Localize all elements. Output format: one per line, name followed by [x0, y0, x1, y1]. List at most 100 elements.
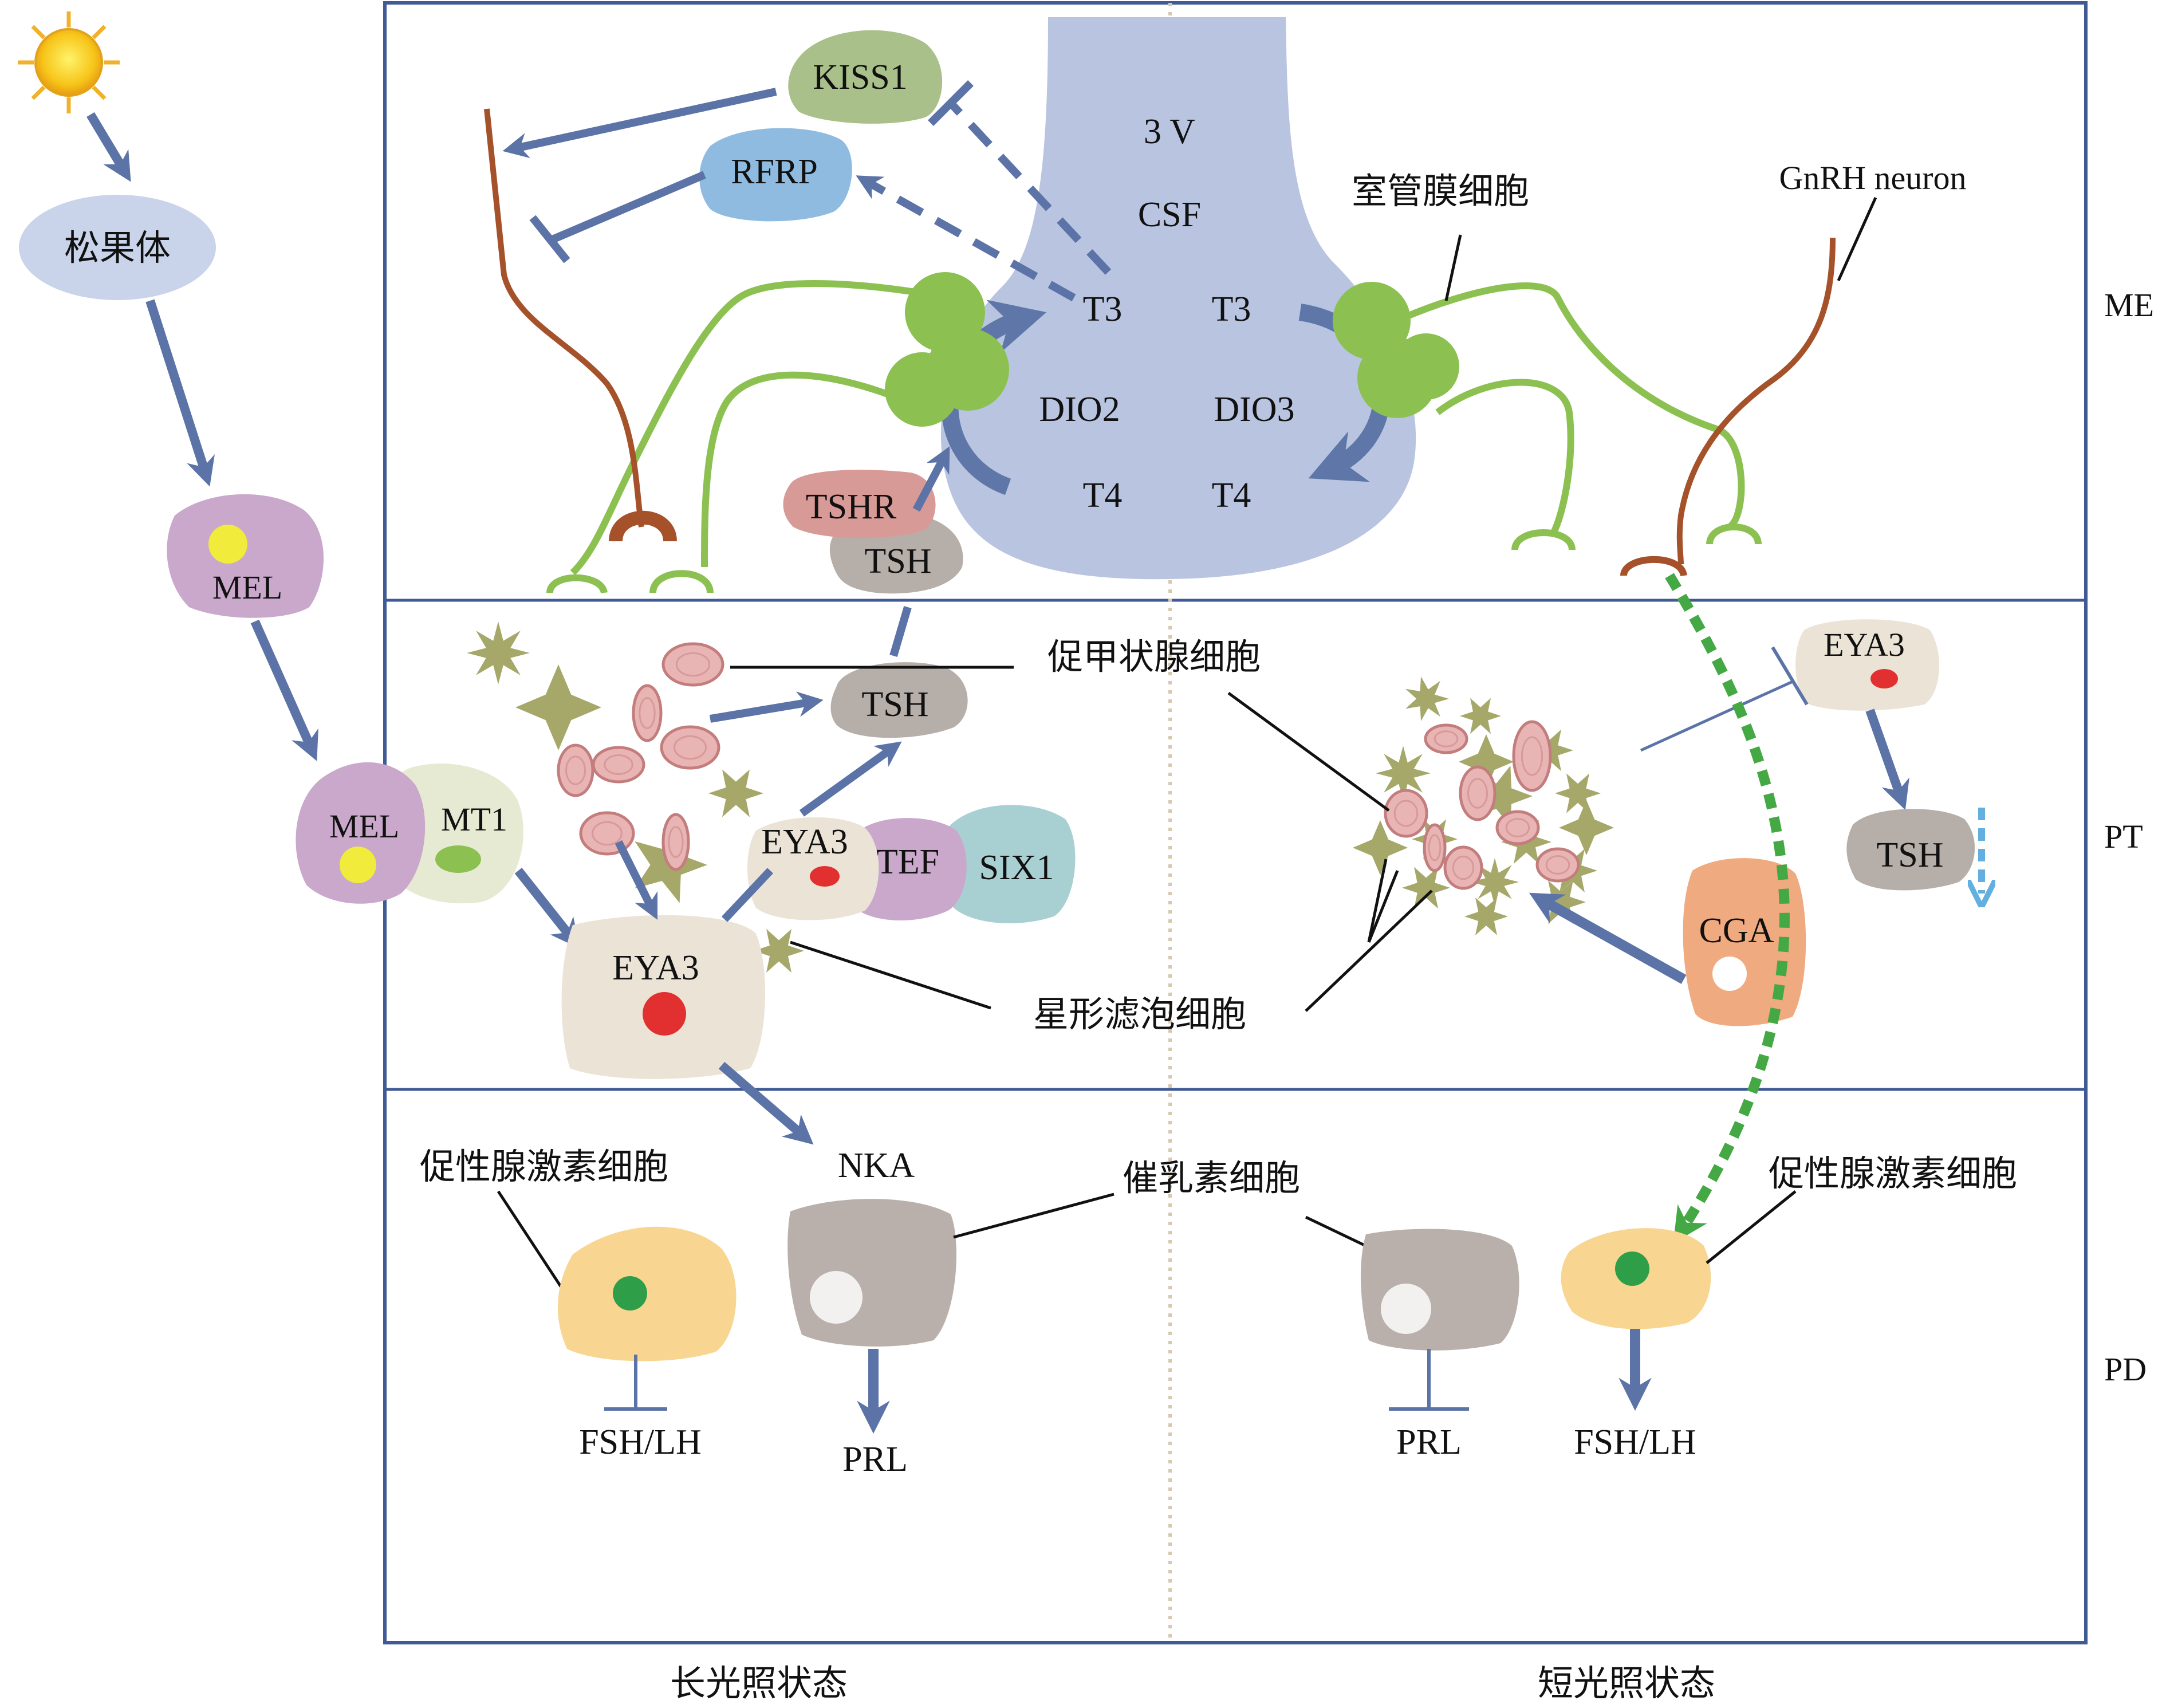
lactotroph-nucleus-long	[810, 1271, 863, 1324]
thyrotroph-cell	[1535, 847, 1580, 883]
thyrotroph-cell-inner	[674, 735, 707, 760]
cga-nucleus	[1712, 957, 1747, 991]
stellate-callout-short-3	[1367, 859, 1388, 943]
thyrotroph-cell	[1459, 765, 1497, 821]
thyrotroph-cell	[661, 813, 690, 871]
pineal-to-mel-arrow	[145, 299, 215, 487]
mt1-to-eya3-arrow	[514, 868, 580, 949]
tanycyte-left	[546, 272, 1009, 594]
tanycyte-callout-line	[1444, 234, 1462, 301]
cga-label: CGA	[1699, 911, 1774, 950]
gonadotroph-callout-long	[497, 1190, 566, 1293]
eya3-nucleus-large	[643, 992, 686, 1036]
thyrotroph-cell-inner	[1545, 855, 1570, 875]
thyrotroph-label: 促甲状腺细胞	[1047, 638, 1261, 677]
stellate-cell	[1559, 800, 1614, 855]
stellate-cell	[1353, 820, 1408, 875]
thyrotroph-cell-inner	[1505, 818, 1530, 837]
long-day-label: 长光照状态	[670, 1664, 848, 1703]
tshr-cell	[783, 470, 936, 538]
t3-to-rfrp-arrow	[856, 175, 1076, 302]
thyrotroph-cell	[592, 746, 645, 784]
thyrotroph-cell-inner	[1467, 778, 1488, 809]
stellate-cell	[754, 928, 804, 973]
tsh-to-tanycyte-arrow	[912, 446, 950, 512]
stellate-callout-left	[790, 940, 991, 1010]
lactotroph-nucleus-short	[1381, 1284, 1431, 1334]
cga-cell	[1683, 858, 1806, 1026]
tanycyte-right	[1333, 282, 1762, 550]
tsh-me-label: TSH	[864, 542, 931, 581]
stellate-cell	[1459, 734, 1514, 789]
thyrotroph-callout-short	[1227, 691, 1390, 812]
six1-cell	[940, 805, 1076, 923]
lactotroph-label: 催乳素细胞	[1123, 1159, 1300, 1198]
fshlh-short-label: FSH/LH	[1574, 1423, 1696, 1462]
eya3-to-tsh-short-arrow	[1865, 709, 1909, 810]
lactotroph-callout-short	[1305, 1215, 1373, 1250]
ventricle-label: 3 V	[1144, 112, 1195, 151]
kiss1-label: KISS1	[813, 58, 907, 97]
gnrh-label: GnRH neuron	[1779, 159, 1966, 196]
kiss1-to-gnrh-arrow	[502, 88, 777, 159]
thyrotroph-cluster-long	[557, 642, 724, 871]
tanycyte-label: 室管膜细胞	[1352, 172, 1529, 211]
stellate-cell	[1376, 746, 1431, 801]
stellate-cell	[1555, 773, 1601, 813]
thyrotroph-cell-inner	[675, 652, 711, 677]
mel-cell-circulating	[167, 494, 324, 618]
tshr-label: TSHR	[806, 487, 897, 526]
gonadotroph-label-short: 促性腺激素细胞	[1769, 1155, 2017, 1194]
t3-inhibits-kiss1	[947, 100, 1112, 275]
sun-icon	[18, 11, 120, 113]
third-ventricle-csf	[940, 17, 1416, 580]
mel-to-pt-arrow	[250, 619, 318, 761]
thyrotroph-cell	[557, 743, 594, 797]
t3-kiss1-inhibition-bar	[928, 80, 974, 126]
thyrotroph-to-tsh-arrow	[709, 691, 824, 723]
stellate-cell	[708, 769, 763, 817]
mel-molecule	[208, 525, 247, 564]
thyrotroph-cell	[1384, 789, 1428, 838]
thyrotroph-cell-inner	[565, 755, 586, 785]
eya3-nucleus-short	[1870, 669, 1898, 688]
gnrh-callout-line	[1837, 196, 1877, 282]
eya3-large-label: EYA3	[612, 949, 699, 987]
csf-label: CSF	[1138, 195, 1201, 234]
eya3-to-complex-link	[721, 868, 774, 922]
thyrotroph-cell	[1443, 845, 1483, 890]
gonadotroph-nucleus-long	[613, 1276, 647, 1310]
thyrotroph-cell-inner	[1434, 730, 1459, 747]
thyrotroph-cell-inner	[668, 826, 684, 858]
thyrotroph-cell-inner	[604, 754, 633, 775]
prl-long-label: PRL	[842, 1440, 908, 1479]
stellate-cell	[1405, 676, 1449, 721]
pineal-gland	[19, 195, 216, 300]
thyrotroph-cell-inner	[1393, 800, 1419, 827]
gonadotroph-label-long: 促性腺激素细胞	[420, 1148, 668, 1187]
dio3-label: DIO3	[1214, 390, 1294, 429]
zone-pt-label: PT	[2104, 818, 2143, 855]
eya3-inhibition-line	[1640, 680, 1794, 752]
tef-cell	[848, 818, 967, 920]
stellate-callout-short	[1305, 890, 1433, 1012]
mel-label-2: MEL	[329, 808, 399, 845]
gonadotroph-callout-short	[1706, 1190, 1797, 1264]
mixed-cluster-short	[1353, 676, 1614, 935]
thyrotroph-cell	[660, 725, 720, 770]
lactotroph-callout-long	[953, 1193, 1115, 1239]
stellate-cell	[1464, 898, 1508, 935]
folliculostellate-label: 星形滤泡细胞	[1033, 995, 1246, 1034]
zone-pd-label: PD	[2104, 1351, 2147, 1388]
thyrotroph-cell-inner	[1428, 834, 1442, 861]
rfrp-label: RFRP	[731, 152, 818, 191]
t4-left-label: T4	[1083, 476, 1123, 515]
stellate-cell	[1460, 698, 1501, 734]
gnrh-neuron-left	[484, 108, 677, 542]
thyrotroph-cell-inner	[639, 697, 656, 729]
t3-left-label: T3	[1083, 290, 1123, 329]
stellate-cell	[1402, 867, 1450, 909]
gonadotroph-nucleus-short	[1615, 1252, 1649, 1286]
stellate-cell	[515, 664, 601, 750]
